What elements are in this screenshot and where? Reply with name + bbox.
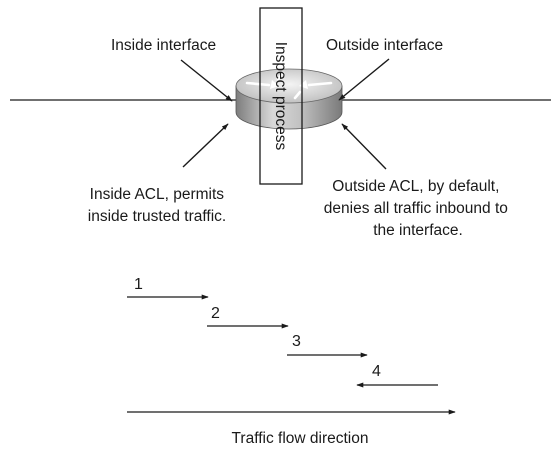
outside-acl-line-1: Outside ACL, by default, (332, 178, 499, 195)
router-icon (235, 68, 343, 130)
outside-acl-label: Outside ACL, by default, denies all traf… (324, 178, 512, 239)
inside-acl-arrow (182, 123, 229, 168)
inside-interface-label: Inside interface (111, 37, 216, 54)
inspect-process-box (259, 7, 303, 185)
step-1-label: 1 (134, 276, 143, 293)
inspect-process-label: Inspect process (272, 42, 289, 151)
outside-acl-line-2: denies all traffic inbound to (324, 200, 508, 217)
inside-acl-line-2: inside trusted traffic. (88, 208, 226, 225)
step-4-label: 4 (372, 363, 381, 380)
inside-acl-line-1: Inside ACL, permits (90, 186, 225, 203)
step-3-label: 3 (292, 333, 301, 350)
traffic-flow-label: Traffic flow direction (232, 430, 369, 447)
inside-acl-label: Inside ACL, permits inside trusted traff… (88, 186, 229, 225)
step-2-label: 2 (211, 305, 220, 322)
outside-interface-label: Outside interface (326, 37, 443, 54)
outside-interface-arrow (338, 58, 390, 101)
outside-acl-line-3: the interface. (373, 222, 463, 239)
inside-interface-arrow (180, 59, 233, 102)
outside-acl-arrow (341, 123, 387, 170)
